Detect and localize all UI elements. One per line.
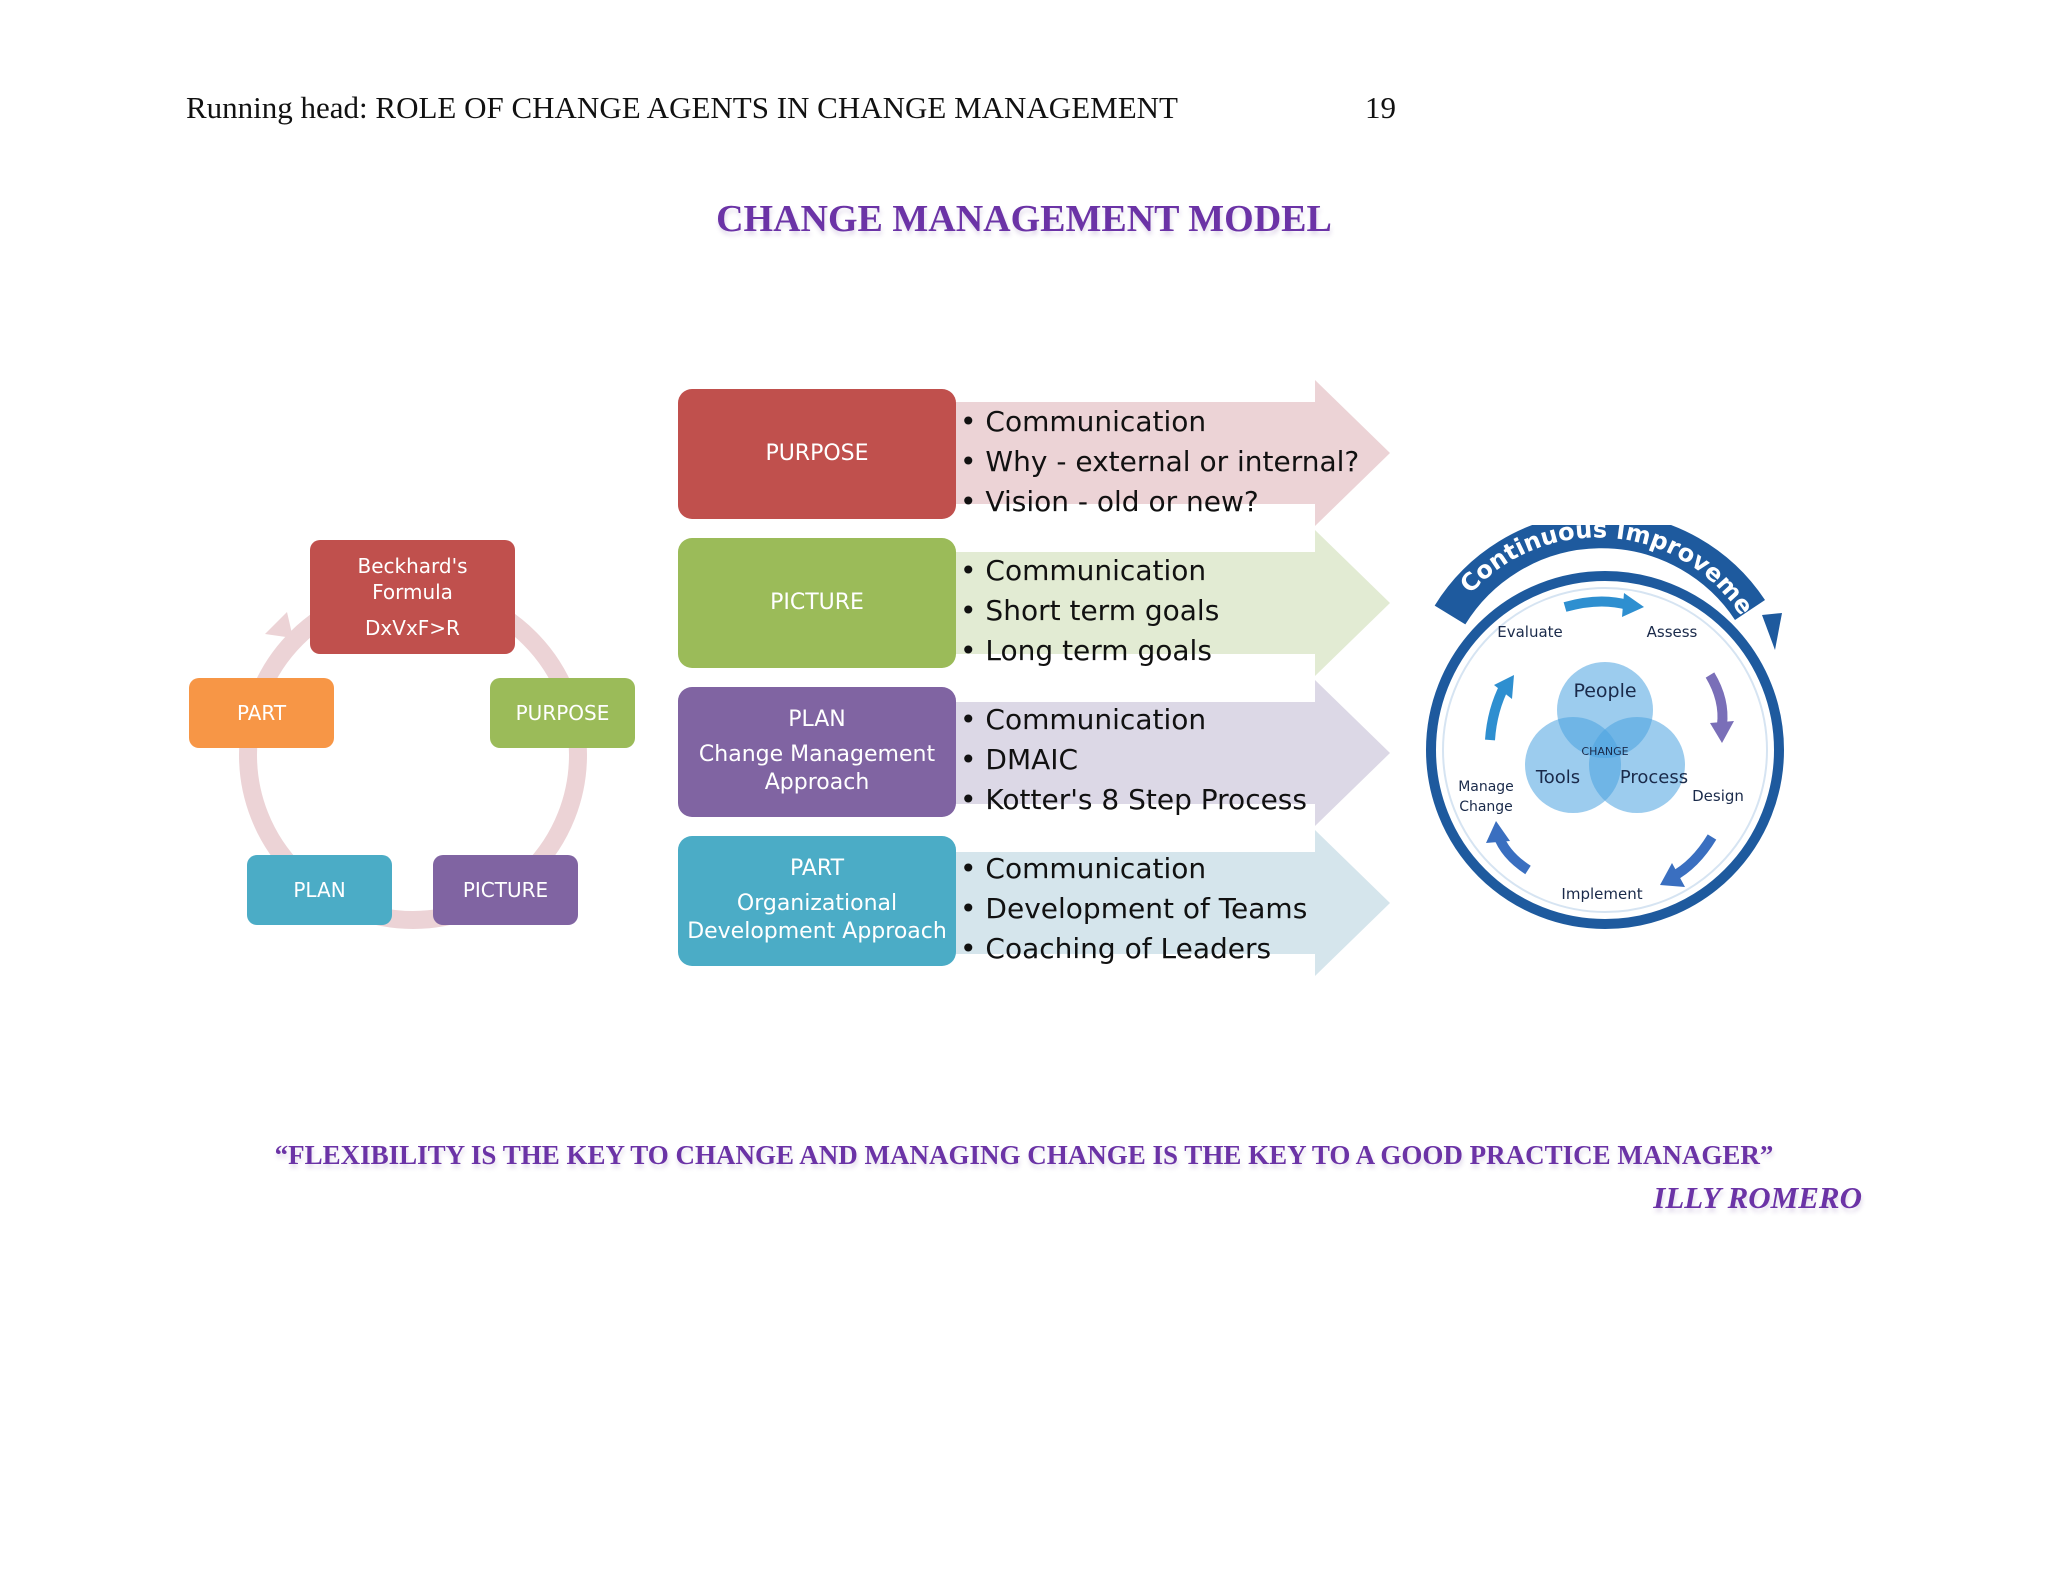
bullet-item: Development of Teams	[960, 889, 1307, 929]
bullet-item: Kotter's 8 Step Process	[960, 780, 1307, 820]
bullet-item: Communication	[960, 700, 1307, 740]
stage-picture-box: PICTURE	[678, 538, 956, 668]
bullet-item: Long term goals	[960, 631, 1219, 671]
bullet-item: Communication	[960, 551, 1219, 591]
stage-picture-bullets: Communication Short term goals Long term…	[960, 551, 1219, 671]
assess-label: Assess	[1647, 623, 1698, 641]
venn-change-label: CHANGE	[1581, 745, 1628, 758]
stage-part-label: PART	[789, 856, 845, 882]
bullet-item: Why - external or internal?	[960, 442, 1359, 482]
bullet-item: Communication	[960, 849, 1307, 889]
stage-part-sub: Organizational Development Approach	[687, 890, 947, 945]
bullet-item: Communication	[960, 402, 1359, 442]
evaluate-label: Evaluate	[1497, 623, 1563, 641]
bullet-item: DMAIC	[960, 740, 1307, 780]
stage-plan-box: PLAN Change Management Approach	[678, 687, 956, 817]
cycle-picture-box: PICTURE	[433, 855, 578, 925]
cycle-center-line2: Formula	[372, 580, 453, 604]
cycle-purpose-box: PURPOSE	[490, 678, 635, 748]
stage-plan-sub: Change Management Approach	[698, 741, 936, 796]
stage-purpose-bullets: Communication Why - external or internal…	[960, 402, 1359, 522]
venn-tools-label: Tools	[1535, 767, 1580, 788]
bullet-item: Short term goals	[960, 591, 1219, 631]
arrow-assess-design	[1705, 672, 1728, 726]
cycle-center-box: Beckhard's Formula DxVxF>R	[310, 540, 515, 654]
venn-people-label: People	[1573, 680, 1636, 702]
stage-part-box: PART Organizational Development Approach	[678, 836, 956, 966]
bullet-item: Vision - old or new?	[960, 482, 1359, 522]
implement-label: Implement	[1561, 885, 1642, 903]
cycle-center-line1: Beckhard's	[357, 554, 468, 578]
beckhard-cycle-diagram: Beckhard's Formula DxVxF>R PURPOSE PICTU…	[185, 540, 645, 930]
outer-ring	[1426, 571, 1784, 929]
stage-part-bullets: Communication Development of Teams Coach…	[960, 849, 1307, 969]
page-number: 19	[1365, 90, 1396, 125]
continuous-improvement-diagram: Continuous Improvement People Tools Proc…	[1410, 525, 1784, 929]
stage-purpose-box: PURPOSE	[678, 389, 956, 519]
stage-picture-label: PICTURE	[770, 589, 864, 615]
stage-plan-bullets: Communication DMAIC Kotter's 8 Step Proc…	[960, 700, 1307, 820]
page-title: CHANGE MANAGEMENT MODEL	[716, 198, 1332, 240]
venn-process-label: Process	[1620, 767, 1688, 788]
ring-arrow-head	[1762, 613, 1782, 650]
cycle-plan-box: PLAN	[247, 855, 392, 925]
stage-purpose-label: PURPOSE	[765, 440, 869, 466]
quote-text: “FLEXIBILITY IS THE KEY TO CHANGE AND MA…	[274, 1140, 1774, 1170]
quote-author: ILLY ROMERO	[1653, 1180, 1862, 1215]
cycle-center-formula: DxVxF>R	[365, 616, 460, 640]
venn-process	[1589, 717, 1685, 813]
bullet-item: Coaching of Leaders	[960, 929, 1307, 969]
design-label: Design	[1692, 787, 1744, 805]
manage-label-line2: Change	[1459, 799, 1513, 815]
arrow-evaluate-assess	[1563, 596, 1630, 612]
arc-banner	[1434, 525, 1765, 625]
cycle-part-box: PART	[189, 678, 334, 748]
manage-label-line1: Manage	[1458, 779, 1514, 795]
running-head: Running head: ROLE OF CHANGE AGENTS IN C…	[186, 90, 1178, 125]
stage-plan-label: PLAN	[788, 707, 846, 733]
